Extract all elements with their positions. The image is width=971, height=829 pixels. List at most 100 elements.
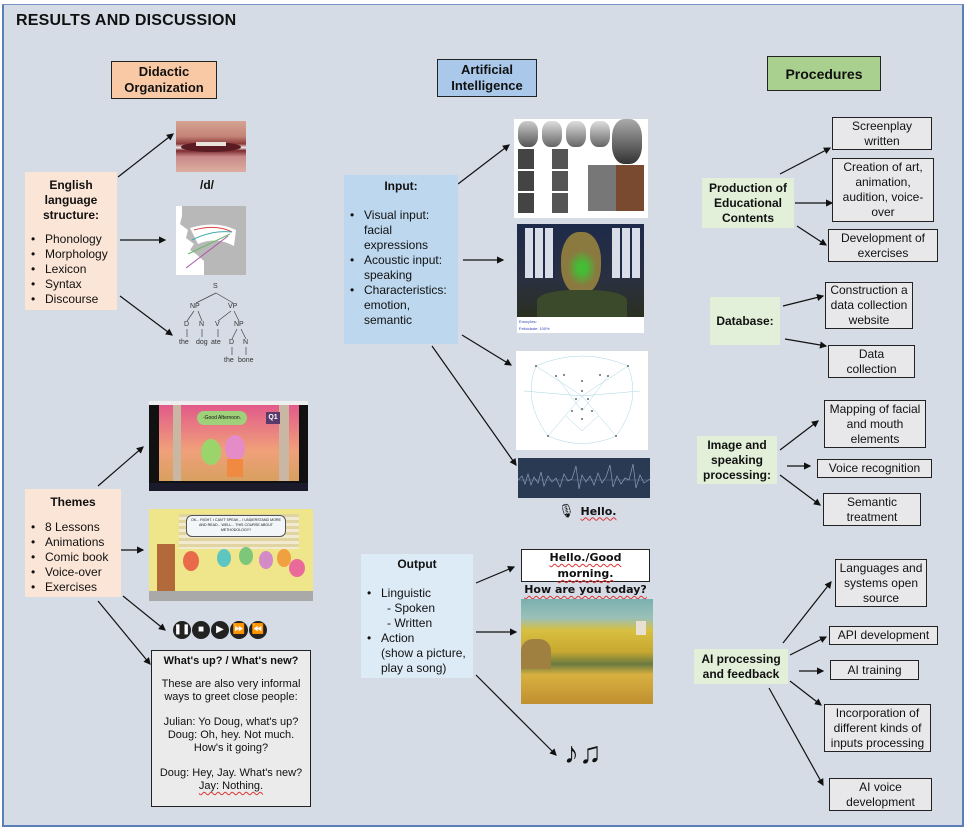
procedure-item: API development (829, 626, 938, 645)
facial-expressions-image (514, 119, 648, 218)
procedure-item: Creation of art, animation, audition, vo… (832, 158, 934, 222)
media-controls: ❚❚■▶⏩⏪ (173, 619, 268, 639)
music-notes-icon: ♪♫ (564, 737, 602, 770)
microphone-icon: 🎙 (558, 503, 575, 518)
list-item: 8 Lessons (31, 520, 117, 535)
list-item: Voice-over (31, 565, 117, 580)
speech-line: How are you today? (524, 583, 647, 596)
lips-photo (176, 121, 246, 172)
tree-word: the (224, 357, 234, 364)
procedures-header: Procedures (767, 56, 881, 91)
audio-transcript: 🎙 Hello. (558, 503, 616, 519)
webcam-caption: Emoções: (519, 319, 537, 324)
tree-node: NP (234, 321, 244, 328)
results-panel (2, 4, 964, 827)
procedure-item: Construction a data collection website (825, 282, 913, 329)
phoneme-label: /d/ (200, 178, 214, 192)
webcam-caption: Felicidade: 100% (519, 326, 550, 331)
pink-character (225, 435, 245, 461)
pause-icon[interactable]: ❚❚ (173, 620, 191, 639)
language-structure-heading: English language structure: (42, 178, 99, 222)
comic-speech-bubble: OK... RIGHT. I CAN'T SPEAK... I UNDERSTA… (186, 515, 286, 537)
question-badge: Q1 (266, 412, 280, 424)
taskbar (149, 483, 308, 491)
tree-node: N (243, 339, 249, 346)
list-item: Animations (31, 535, 117, 550)
ai-output-card: Output Linguistic - Spoken - Written Act… (361, 554, 473, 678)
didactic-organization-header: Didactic Organization (111, 61, 217, 99)
fast-forward-icon[interactable]: ⏩ (230, 620, 248, 639)
list-item: Syntax (31, 277, 113, 292)
procedure-item: Mapping of facial and mouth elements (824, 400, 926, 448)
procedure-item: Semantic treatment (823, 493, 921, 526)
tree-word: ate (211, 339, 221, 346)
tree-node: V (215, 321, 220, 328)
ai-input-card: Input: Visual input: facial expressions … (344, 175, 458, 344)
procedure-production-of-educational-contents: Production of Educational Contents (702, 178, 794, 228)
rewind-icon[interactable]: ⏪ (249, 620, 267, 639)
page-title: RESULTS AND DISCUSSION (16, 12, 237, 29)
procedure-item: Screenplay written (832, 117, 932, 150)
list-item: Visual input: facial expressions (350, 208, 454, 253)
dialog-line: Doug: Oh, hey. Not much. (167, 729, 295, 741)
procedure-item: Data collection (828, 345, 915, 378)
list-item: Discourse (31, 292, 113, 307)
tree-node: S (213, 283, 218, 290)
list-item: Characteristics: emotion, semantic (350, 283, 454, 328)
list-item: Comic book (31, 550, 117, 565)
list-item: Linguistic (367, 586, 469, 601)
tree-node: D (229, 339, 235, 346)
dialog-line: Julian: Yo Doug, what's up? (163, 716, 299, 728)
english-language-structure-card: English language structure: Phonology Mo… (25, 172, 117, 310)
list-item: Acoustic input: speaking (350, 253, 454, 283)
list-item: Action (367, 631, 469, 646)
artificial-intelligence-header: Artificial Intelligence (437, 59, 537, 97)
procedure-item: AI training (830, 660, 919, 680)
procedure-ai-processing-and-feedback: AI processing and feedback (694, 649, 788, 684)
tree-node: D (184, 321, 190, 328)
sub-item: (show a picture, play a song) (381, 646, 466, 675)
vocal-tract-diagram (176, 206, 246, 275)
tree-node: NP (190, 303, 200, 310)
dialog-line: How's it going? (193, 742, 269, 754)
procedure-item: Development of exercises (828, 229, 938, 262)
green-character (201, 439, 221, 465)
procedure-item: Voice recognition (817, 459, 932, 478)
comic-frame: OK... RIGHT. I CAN'T SPEAK... I UNDERSTA… (149, 509, 313, 601)
dialog-heading: What's up? / What's new? (163, 655, 299, 667)
syntax-tree: S NP VP D N V NP the dog ate D N the bon… (176, 283, 256, 368)
output-heading: Output (397, 557, 437, 571)
speech-line: Hello./Good morning. (549, 551, 622, 580)
play-icon[interactable]: ▶ (211, 620, 229, 639)
list-item: Exercises (31, 580, 117, 595)
sub-item: - Spoken (387, 601, 436, 615)
themes-heading: Themes (50, 495, 96, 509)
dialog-intro: These are also very informal ways to gre… (161, 678, 301, 703)
lesson-video-frame: -Good Afternoon. Q1 (149, 401, 308, 491)
ai-speech-output: Hello./Good morning. How are you today? (521, 549, 650, 596)
tree-node: N (199, 321, 205, 328)
stop-icon[interactable]: ■ (192, 620, 210, 639)
themes-card: Themes 8 Lessons Animations Comic book V… (25, 489, 121, 597)
tree-word: the (179, 339, 189, 346)
tree-word: bone (238, 357, 254, 364)
dialog-example-box: What's up? / What's new? These are also … (151, 650, 311, 807)
procedure-item: Incorporation of different kinds of inpu… (824, 704, 931, 752)
procedure-item: Languages and systems open source (835, 559, 927, 607)
webcam-face-tracking-image: Emoções: Felicidade: 100% (517, 224, 644, 333)
list-item: Lexicon (31, 262, 113, 277)
list-item: Phonology (31, 232, 113, 247)
procedure-item: AI voice development (829, 778, 932, 811)
dialog-line: Doug: Hey, Jay. What's new? (159, 767, 303, 779)
painting-image (521, 599, 653, 704)
sub-item: - Written (387, 616, 433, 630)
procedure-database: Database: (710, 297, 780, 345)
dialog-line: Jay: Nothing. (198, 780, 264, 792)
tree-word: dog (196, 339, 208, 346)
procedure-image-and-speaking-processing: Image and speaking processing: (697, 436, 777, 484)
list-item: Morphology (31, 247, 113, 262)
input-heading: Input: (384, 179, 418, 193)
audio-waveform (518, 458, 650, 498)
video-speech-bubble: -Good Afternoon. (197, 411, 247, 425)
tree-node: VP (228, 303, 238, 310)
